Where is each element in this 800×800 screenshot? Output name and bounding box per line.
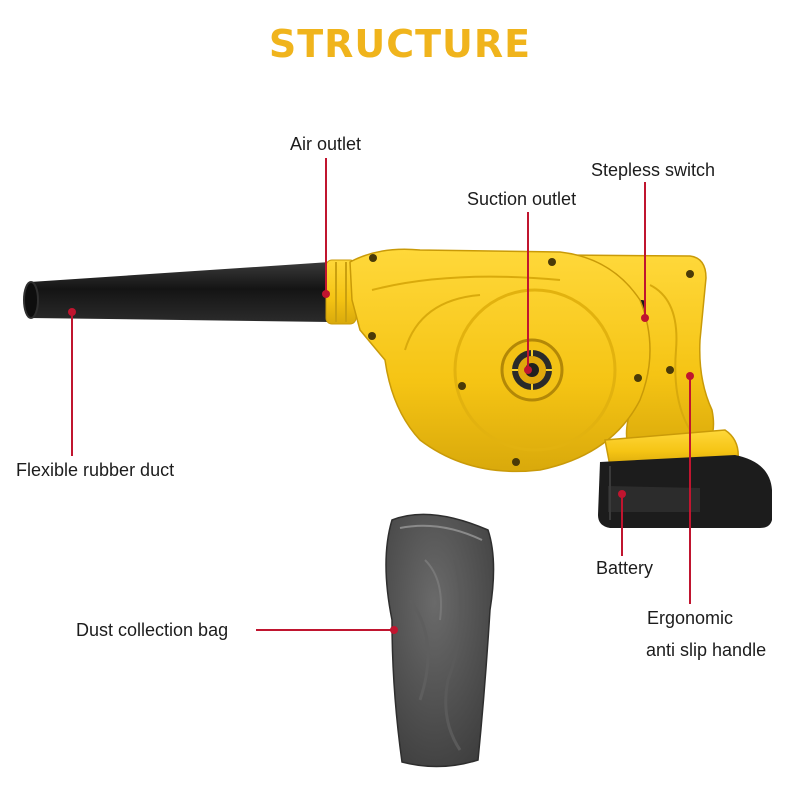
label-air-outlet: Air outlet: [290, 134, 362, 154]
dust-collection-bag: [385, 513, 495, 768]
label-flexible-rubber-duct: Flexible rubber duct: [16, 460, 175, 480]
label-suction-outlet: Suction outlet: [467, 189, 577, 209]
blower-body: [349, 248, 694, 473]
battery-pack: [598, 429, 772, 528]
rubber-duct: [23, 262, 330, 322]
leader-lines: [68, 158, 694, 634]
label-stepless-switch: Stepless switch: [591, 160, 716, 180]
label-anti-slip-handle: anti slip handle: [646, 640, 767, 660]
label-battery: Battery: [596, 558, 654, 578]
label-dust-collection-bag: Dust collection bag: [76, 620, 229, 640]
label-ergonomic: Ergonomic: [647, 608, 734, 628]
diagram-title: STRUCTURE: [268, 22, 532, 66]
